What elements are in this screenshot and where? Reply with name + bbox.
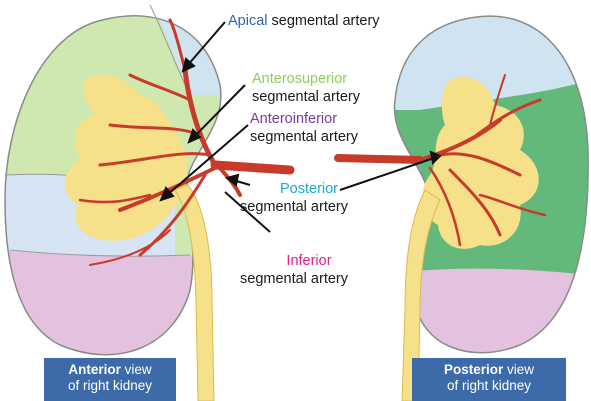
apical-rest: segmental artery — [268, 13, 380, 29]
anterosuperior-term: Anterosuperior — [252, 70, 360, 88]
anterior-caption-bold: Anterior — [68, 362, 121, 377]
posterior-kidney — [338, 0, 591, 401]
posterior-term: Posterior — [240, 180, 348, 198]
apical-label: Apical segmental artery — [228, 12, 380, 30]
anterior-caption-rest: view — [121, 362, 152, 377]
apical-term: Apical — [228, 13, 268, 29]
inferior-rest: segmental artery — [240, 270, 348, 288]
anteroinferior-rest: segmental artery — [250, 128, 358, 146]
posterior-caption-bold: Posterior — [444, 362, 503, 377]
anteroinferior-term: Anteroinferior — [250, 110, 358, 128]
posterior-rest: segmental artery — [240, 198, 348, 216]
inferior-term: Inferior — [240, 252, 348, 270]
anterosuperior-rest: segmental artery — [252, 88, 360, 106]
anterior-caption-line2: of right kidney — [44, 378, 176, 394]
posterior-caption-line2: of right kidney — [412, 378, 566, 394]
posterior-caption-rest: view — [503, 362, 534, 377]
posterior-view-caption: Posterior view of right kidney — [412, 358, 566, 401]
anterior-view-caption: Anterior view of right kidney — [44, 358, 176, 401]
